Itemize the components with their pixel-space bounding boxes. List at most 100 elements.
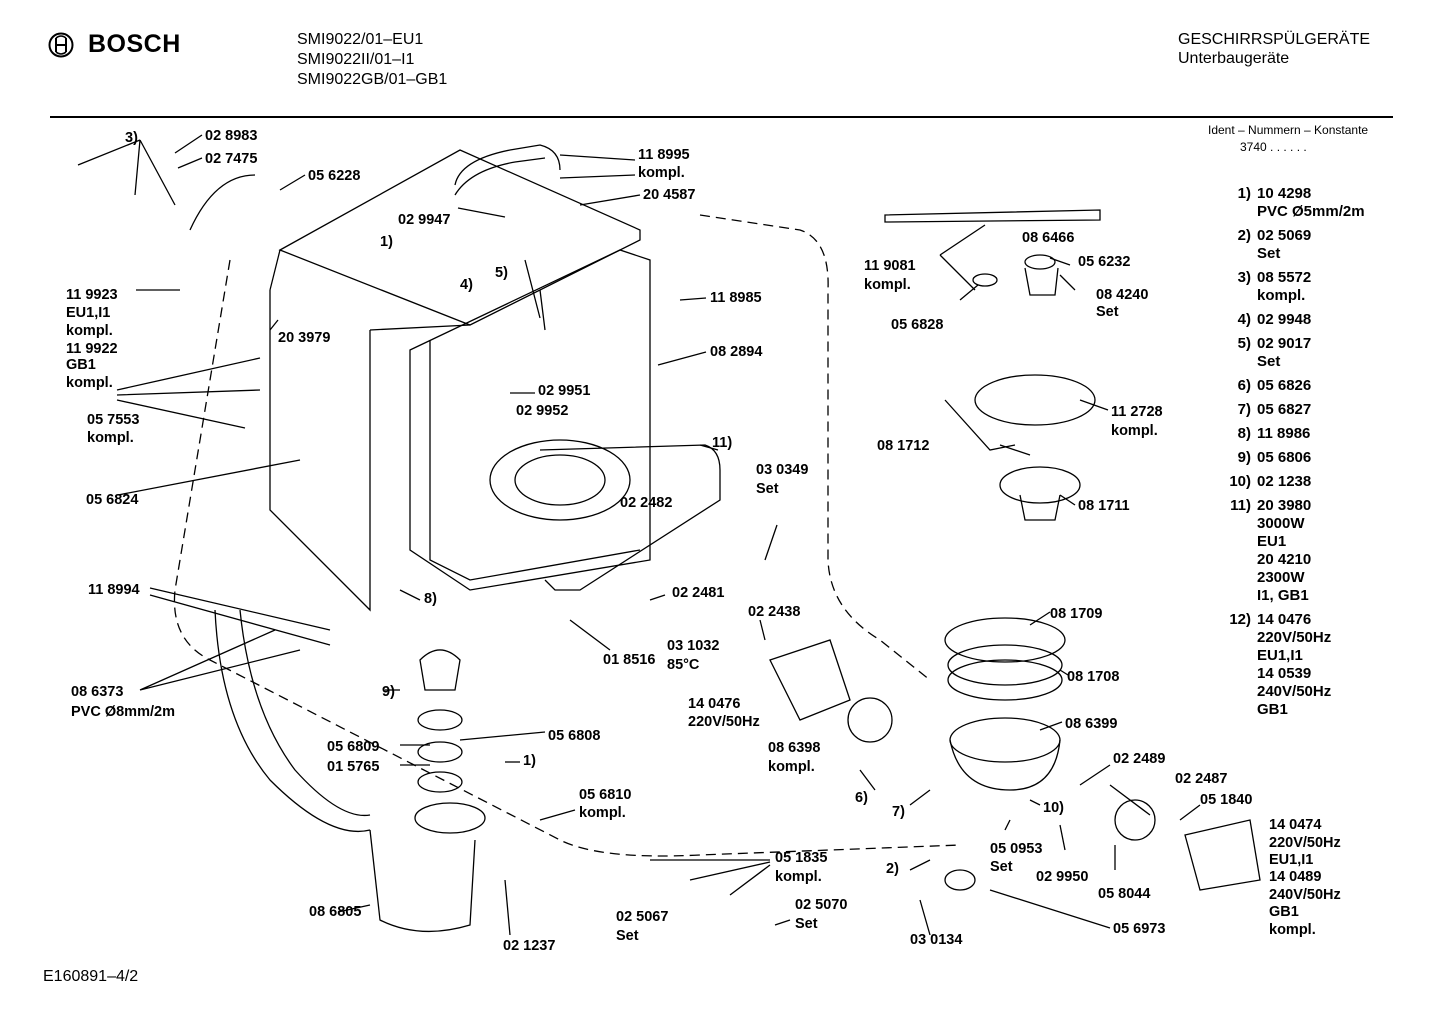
callout: 05 6973 — [1113, 921, 1165, 937]
legend-item: 4)02 9948 — [1185, 311, 1375, 329]
callout: 11) — [712, 435, 732, 451]
legend-line: I1, GB1 — [1257, 587, 1309, 604]
callout: 02 2438 — [748, 604, 800, 620]
legend-line: 05 6827 — [1257, 401, 1312, 418]
callout: kompl. — [579, 805, 626, 821]
callout: 20 4587 — [643, 187, 695, 203]
callout: kompl. — [87, 430, 134, 446]
legend-lines: 05 6827 — [1257, 401, 1311, 419]
callout: 240V/50Hz — [1269, 887, 1341, 903]
callout: 08 1711 — [1078, 498, 1130, 514]
callout: 220V/50Hz — [688, 714, 760, 730]
legend-item: 6) 05 6826 — [1185, 377, 1375, 395]
callout: 02 9951 — [538, 383, 590, 399]
callout: 02 9947 — [398, 212, 450, 228]
callout: 02 9952 — [516, 403, 568, 419]
legend-line: 20 3980 — [1257, 497, 1312, 514]
callout: 05 6809 — [327, 739, 379, 755]
callout: 11 8995 — [638, 147, 690, 163]
callout: 10) — [1043, 800, 1064, 816]
callout: 05 8044 — [1098, 886, 1150, 902]
callout-labels: 3) 02 8983 02 7475 05 6228 11 8995 kompl… — [66, 128, 1341, 954]
model-number: SMI9022GB/01–GB1 — [297, 71, 448, 88]
callout: PVC Ø8mm/2m — [71, 704, 175, 720]
legend-line: 2300W — [1257, 569, 1305, 586]
callout: 2) — [886, 861, 899, 877]
callout: kompl. — [66, 375, 113, 391]
callout: 14 0476 — [688, 696, 740, 712]
legend-line: EU1,I1 — [1257, 647, 1303, 664]
bosch-logo-icon — [48, 32, 74, 57]
legend-line: 10 4298 — [1257, 185, 1312, 202]
callout: 02 2487 — [1175, 771, 1227, 787]
callout: kompl. — [66, 323, 113, 339]
callout: 11 8985 — [710, 290, 762, 306]
callout: 05 1835 — [775, 850, 827, 866]
callout: 14 0489 — [1269, 869, 1321, 885]
legend-number: 11) — [1230, 497, 1251, 514]
legend-line: 3000W — [1257, 515, 1305, 532]
callout: 02 2481 — [672, 585, 724, 601]
callout: 11 9922 — [66, 341, 118, 357]
callout: 08 6373 — [71, 684, 123, 700]
callout: 1) — [523, 753, 536, 769]
model-number: SMI9022/01–EU1 — [297, 31, 424, 48]
legend-number: 12) — [1229, 611, 1251, 628]
legend-number: 6) — [1237, 377, 1251, 394]
legend-number: 10) — [1229, 473, 1251, 490]
callout: 01 5765 — [327, 759, 379, 775]
callout: 08 6399 — [1065, 716, 1117, 732]
brand: BOSCH — [48, 30, 181, 59]
legend-number: 8) — [1237, 425, 1251, 442]
callout: 01 8516 — [603, 652, 655, 668]
callout: 4) — [460, 277, 473, 293]
legend-line: 14 0539 — [1257, 665, 1312, 682]
callout: Set — [1096, 304, 1119, 320]
callout: EU1,I1 — [1269, 852, 1313, 868]
callout: 05 6810 — [579, 787, 631, 803]
callout: Set — [990, 859, 1013, 875]
callout: 05 0953 — [990, 841, 1042, 857]
category-block: GESCHIRRSPÜLGERÄTE Unterbaugeräte — [1178, 30, 1370, 68]
drawing-lines — [77, 134, 1261, 936]
callout: kompl. — [1111, 423, 1158, 439]
legend-line: 05 6826 — [1257, 377, 1312, 394]
legend-number: 2) — [1237, 227, 1251, 244]
legend-item: 7)05 6827 — [1185, 401, 1375, 419]
callout: 5) — [495, 265, 508, 281]
model-number: SMI9022II/01–I1 — [297, 51, 415, 68]
legend-lines: 05 6806 — [1257, 449, 1311, 467]
callout: 02 7475 — [205, 151, 257, 167]
legend-line: 220V/50Hz — [1257, 629, 1332, 646]
callout: 9) — [382, 684, 395, 700]
legend-lines: 02 1238 — [1257, 473, 1311, 491]
callout: 03 1032 — [667, 638, 719, 654]
callout: 02 5070 — [795, 897, 847, 913]
legend-number: 1) — [1237, 185, 1251, 202]
legend-item: 10) 02 1238 — [1185, 473, 1375, 491]
legend-line: PVC Ø5mm/2m — [1257, 203, 1365, 220]
legend-line: 02 5069 — [1257, 227, 1312, 244]
callout: GB1 — [66, 357, 96, 373]
callout: 03 0134 — [910, 932, 962, 948]
callout: 08 2894 — [710, 344, 762, 360]
callout: 11 2728 — [1111, 404, 1163, 420]
callout: 05 6828 — [891, 317, 943, 333]
document-id: E160891–4/2 — [43, 968, 139, 985]
category-title: GESCHIRRSPÜLGERÄTE — [1178, 31, 1371, 48]
legend-line: 14 0476 — [1257, 611, 1312, 628]
legend-lines: 11 8986 — [1257, 425, 1310, 443]
callout: 08 1709 — [1050, 606, 1102, 622]
category-subtitle: Unterbaugeräte — [1178, 50, 1290, 67]
legend-number: 4) — [1237, 311, 1251, 328]
callout: GB1 — [1269, 904, 1299, 920]
callout: kompl. — [768, 759, 815, 775]
legend-line: Set — [1257, 353, 1281, 370]
